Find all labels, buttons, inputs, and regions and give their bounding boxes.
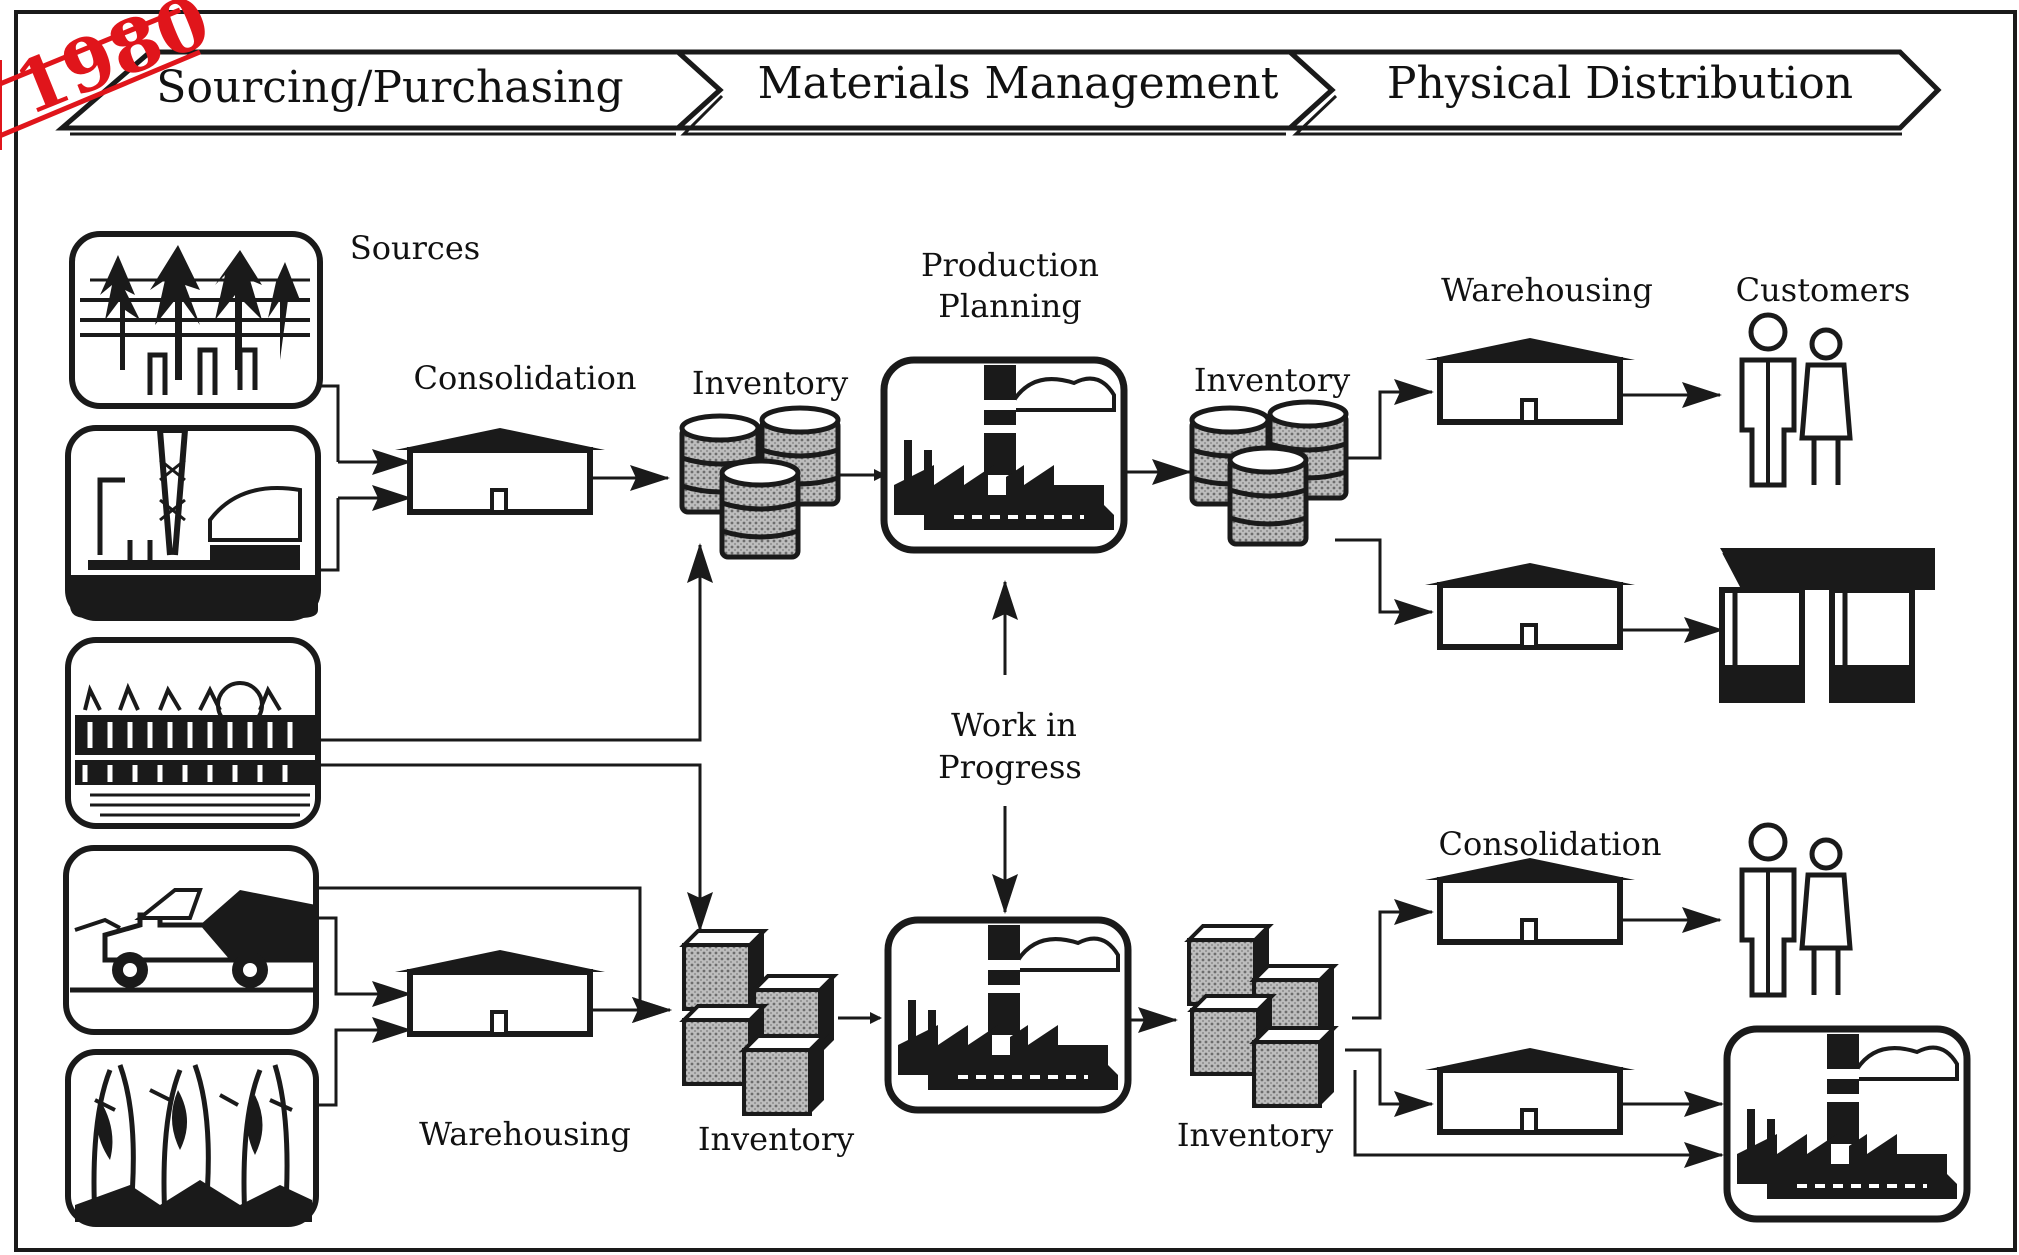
retail-store-icon	[1719, 548, 1935, 703]
mining-truck-icon	[63, 845, 319, 1035]
forest-icon	[69, 231, 323, 409]
warehouse-top-1-icon	[1425, 338, 1635, 422]
consolidation-bottom-1-icon	[1425, 858, 1635, 942]
boxes-icon	[682, 929, 836, 1116]
label-warehousing-bottom: Warehousing	[419, 1115, 631, 1153]
boxes-icon	[1187, 924, 1336, 1108]
label-inventory-bottom-left: Inventory	[698, 1120, 854, 1158]
label-consolidation-top: Consolidation	[413, 359, 636, 397]
oil-rig-icon	[65, 425, 321, 621]
label-warehousing-top: Warehousing	[1441, 271, 1653, 309]
factory-top-icon	[884, 360, 1124, 550]
connectors	[316, 379, 1724, 1168]
stage-label-materials: Materials Management	[758, 58, 1279, 109]
outer-frame	[14, 10, 2017, 1252]
label-progress: Progress	[938, 748, 1082, 786]
stage-arrow-distribution	[1283, 49, 1942, 131]
label-sources: Sources	[350, 229, 480, 267]
warehousing-warehouse-icon	[395, 950, 605, 1034]
industrial-plant-icon	[65, 637, 321, 829]
stage-label-distribution: Physical Distribution	[1387, 58, 1853, 109]
label-consolidation-bottom: Consolidation	[1438, 825, 1661, 863]
stage-label-sourcing: Sourcing/Purchasing	[156, 62, 623, 113]
label-customers: Customers	[1736, 271, 1911, 309]
barrels-icon	[1192, 402, 1346, 544]
consolidation-warehouse-icon	[395, 428, 605, 512]
stage-header: Sourcing/Purchasing Materials Management…	[55, 49, 1942, 136]
crop-field-icon	[65, 1049, 319, 1227]
people-icon	[1742, 825, 1850, 995]
label-planning: Planning	[938, 287, 1081, 325]
label-production: Production	[921, 246, 1099, 284]
customer-factory-icon	[1727, 1029, 1967, 1219]
label-inventory-top-right: Inventory	[1194, 361, 1350, 399]
diagram-labels: Sources Consolidation Inventory Producti…	[350, 229, 1911, 1158]
warehouse-top-2-icon	[1425, 563, 1635, 647]
consolidation-bottom-2-icon	[1425, 1048, 1635, 1132]
people-icon	[1742, 315, 1850, 485]
barrels-icon	[682, 408, 838, 557]
label-work-in: Work in	[951, 706, 1077, 744]
label-inventory-bottom-right: Inventory	[1177, 1116, 1333, 1154]
factory-bottom-icon	[888, 920, 1128, 1110]
label-inventory-top-left: Inventory	[692, 364, 848, 402]
